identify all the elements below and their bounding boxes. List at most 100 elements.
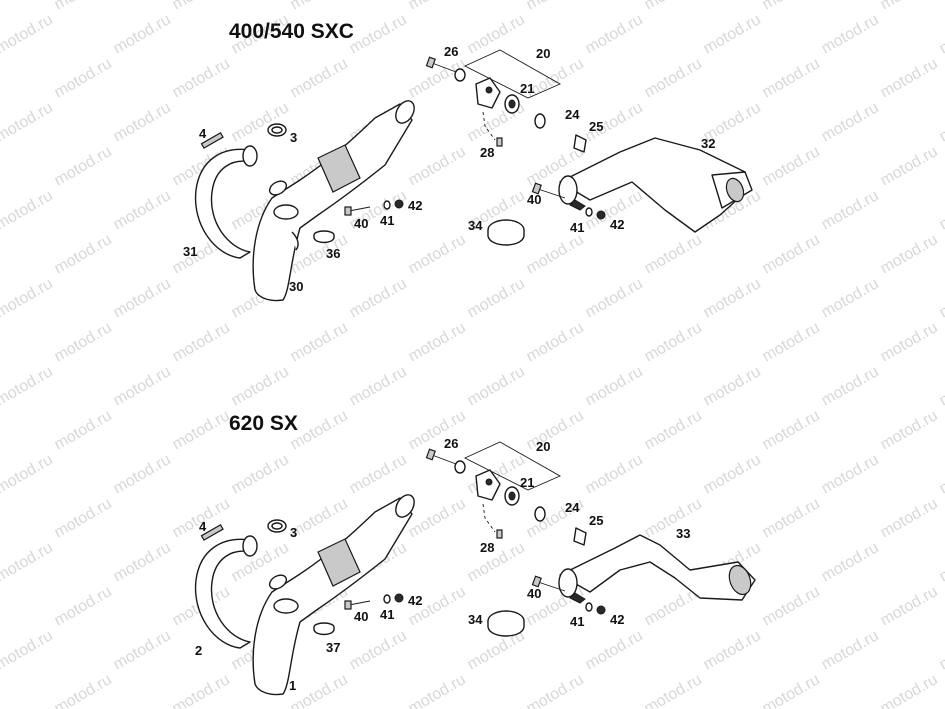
washer-24 [534, 113, 546, 129]
watermark-text: motod.ru [937, 275, 945, 321]
label-24: 24 [565, 107, 580, 122]
watermark-text: motod.ru [937, 11, 945, 57]
watermark-text: motod.ru [406, 407, 469, 453]
watermark-text: motod.ru [701, 275, 764, 321]
watermark-text: motod.ru [760, 495, 823, 541]
section-400-540-sxc: 400/540 SXC [183, 20, 753, 302]
watermark-text: motod.ru [819, 627, 882, 673]
watermark-text: motod.ru [52, 671, 115, 709]
watermark-text: motod.ru [465, 11, 528, 57]
watermark-text: motod.ru [524, 0, 587, 13]
watermark-text: motod.ru [0, 539, 56, 585]
watermark-text: motod.ru [760, 319, 823, 365]
watermark-text: motod.ru [0, 627, 56, 673]
watermark-text: motod.ru [878, 55, 941, 101]
watermark-text: motod.ru [0, 187, 56, 233]
watermark-text: motod.ru [819, 363, 882, 409]
screw-28 [482, 503, 503, 539]
watermark-text: motod.ru [642, 407, 705, 453]
label-1: 1 [289, 678, 296, 693]
tailpipe-33 [558, 534, 756, 604]
label-21: 21 [520, 81, 534, 96]
label-41-right: 41 [570, 614, 584, 629]
label-2: 2 [195, 643, 202, 658]
watermark-text: motod.ru [642, 495, 705, 541]
watermark-text: motod.ru [347, 451, 410, 497]
label-42-left: 42 [408, 198, 422, 213]
watermark-text: motod.ru [229, 99, 292, 145]
watermark-text: motod.ru [0, 99, 56, 145]
sleeve-34 [487, 219, 525, 246]
watermark-text: motod.ru [170, 671, 233, 709]
watermark-text: motod.ru [111, 187, 174, 233]
watermark-text: motod.ru [819, 539, 882, 585]
label-40-left: 40 [354, 216, 368, 231]
watermark-text: motod.ru [760, 55, 823, 101]
bolt-40-left [344, 206, 371, 216]
watermark-text: motod.ru [288, 319, 351, 365]
label-26: 26 [444, 436, 458, 451]
watermark-text: motod.ru [878, 143, 941, 189]
watermark-text: motod.ru [347, 363, 410, 409]
watermark-text: motod.ru [760, 583, 823, 629]
watermark-text: motod.ru [878, 671, 941, 709]
watermark-text: motod.ru [170, 55, 233, 101]
label-21: 21 [520, 475, 534, 490]
gasket-3 [267, 123, 287, 137]
watermark-text: motod.ru [406, 671, 469, 709]
nut-42-right [596, 605, 606, 615]
watermark-text: motod.ru [406, 319, 469, 365]
header-pipe-31 [194, 145, 258, 259]
watermark-text: motod.ru [347, 275, 410, 321]
watermark-text: motod.ru [878, 319, 941, 365]
watermark-text: motod.ru [465, 539, 528, 585]
watermark-text: motod.ru [347, 627, 410, 673]
watermark-text: motod.ru [583, 275, 646, 321]
washer-41-left [383, 594, 391, 604]
watermark-text: motod.ru [524, 407, 587, 453]
label-31: 31 [183, 244, 197, 259]
watermark-text: motod.ru [937, 363, 945, 409]
watermark-text: motod.ru [937, 187, 945, 233]
label-24: 24 [565, 500, 580, 515]
label-4: 4 [199, 519, 207, 534]
watermark-text: motod.ru [406, 495, 469, 541]
watermark-text: motod.ru [878, 231, 941, 277]
label-30: 30 [289, 279, 303, 294]
label-25: 25 [589, 119, 603, 134]
header-pipe-30 [252, 100, 415, 302]
watermark-text: motod.ru [701, 11, 764, 57]
watermark-text: motod.ru [288, 671, 351, 709]
watermark-text: motod.ru [878, 0, 941, 13]
washer-41-left [383, 200, 391, 210]
watermark-text: motod.ru [878, 583, 941, 629]
label-4: 4 [199, 126, 207, 141]
watermark-text: motod.ru [406, 0, 469, 13]
watermark-text: motod.ru [701, 627, 764, 673]
bolt-40-left [344, 600, 371, 610]
label-34: 34 [468, 218, 483, 233]
watermark-text: motod.ru [406, 143, 469, 189]
watermark-text: motod.ru [465, 363, 528, 409]
label-42-right: 42 [610, 612, 624, 627]
label-40-left: 40 [354, 609, 368, 624]
watermark-text: motod.ru [111, 451, 174, 497]
label-40-right: 40 [527, 586, 541, 601]
watermark-text: motod.ru [878, 495, 941, 541]
washer-24 [534, 506, 546, 522]
watermark-text: motod.ru [52, 0, 115, 13]
label-28: 28 [480, 540, 494, 555]
watermark-text: motod.ru [0, 11, 56, 57]
gasket-3 [267, 519, 287, 533]
watermark-text: motod.ru [52, 143, 115, 189]
watermark-text: motod.ru [288, 0, 351, 13]
watermark-text: motod.ru [347, 11, 410, 57]
watermark-text: motod.ru [406, 231, 469, 277]
label-3: 3 [290, 130, 297, 145]
label-3: 3 [290, 525, 297, 540]
nut-42-right [596, 210, 606, 220]
label-26: 26 [444, 44, 458, 59]
watermark-text: motod.ru [111, 275, 174, 321]
label-34: 34 [468, 612, 483, 627]
bolt-26 [425, 56, 466, 82]
